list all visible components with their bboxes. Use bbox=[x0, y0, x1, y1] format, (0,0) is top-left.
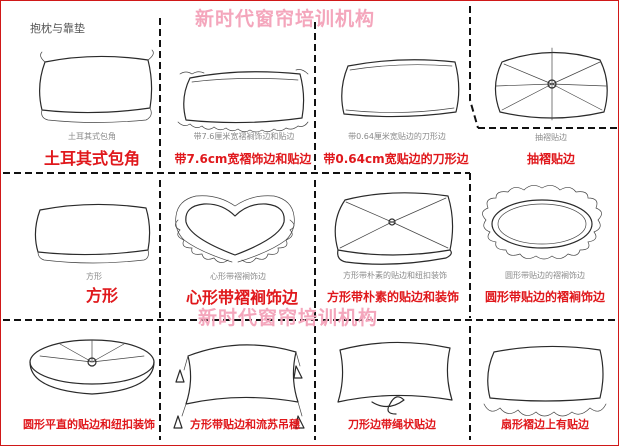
turkish-corner-cushion-sketch bbox=[39, 49, 154, 123]
caption-plain-square: 方形 bbox=[86, 272, 102, 281]
grid-dividers bbox=[3, 6, 617, 440]
caption-ruffle-welt-square: 带7.6厘米宽褶裥饰边和贴边 bbox=[193, 132, 295, 141]
section-title: 抱枕与靠垫 bbox=[30, 22, 85, 35]
caption-turkish-corner: 土耳其式包角 bbox=[68, 132, 116, 141]
watermark-bottom: 新时代窗帘培训机构 bbox=[198, 307, 379, 329]
square-welt-button-cushion-sketch bbox=[334, 192, 454, 265]
gathered-welt-cushion-sketch bbox=[494, 47, 608, 121]
label-ruffle-welt-square: 带7.6cm宽褶饰边和贴边 bbox=[174, 152, 312, 166]
label-gathered-welt: 抽褶贴边 bbox=[526, 152, 576, 166]
label-square-welt-button: 方形带朴素的贴边和装饰 bbox=[326, 290, 460, 304]
label-scalloped-ruffle-welt: 扇形褶边上有贴边 bbox=[501, 418, 589, 431]
round-ruffle-welt-cushion-sketch bbox=[482, 185, 602, 260]
label-heart-ruffle: 心形带褶裥饰边 bbox=[185, 288, 299, 307]
caption-square-welt-button: 方形带朴素的贴边和纽扣装饰 bbox=[343, 271, 447, 280]
caption-gathered-welt: 抽褶贴边 bbox=[535, 133, 567, 142]
label-round-flat-welt-button: 圆形平直的贴边和纽扣装饰 bbox=[23, 418, 155, 431]
label-square-welt-tassel: 方形带贴边和流苏吊穗 bbox=[190, 418, 300, 431]
heart-ruffle-cushion-sketch bbox=[175, 195, 295, 263]
label-knife-edge-cord: 刀形边带绳状贴边 bbox=[348, 418, 436, 431]
label-round-ruffle-welt: 圆形带贴边的褶裥饰边 bbox=[484, 290, 606, 304]
square-welt-tassel-cushion-sketch bbox=[173, 344, 305, 429]
ruffle-welt-square-cushion-sketch bbox=[177, 69, 309, 133]
knife-edge-cushion-sketch bbox=[341, 59, 460, 118]
label-plain-square: 方形 bbox=[85, 286, 119, 305]
caption-heart-ruffle: 心形带褶裥饰边 bbox=[210, 272, 266, 281]
label-knife-edge: 带0.64cm宽贴边的刀形边 bbox=[323, 152, 469, 166]
caption-knife-edge: 带0.64厘米宽贴边的刀形边 bbox=[348, 132, 446, 141]
watermark-top: 新时代窗帘培训机构 bbox=[195, 8, 376, 30]
scalloped-ruffle-welt-cushion-sketch bbox=[483, 345, 607, 417]
round-flat-welt-button-cushion-sketch bbox=[29, 339, 155, 395]
plain-square-cushion-sketch bbox=[34, 203, 151, 264]
label-turkish-corner: 土耳其式包角 bbox=[43, 149, 141, 168]
caption-round-ruffle-welt: 圆形带贴边的褶裥饰边 bbox=[505, 271, 585, 280]
knife-edge-cord-cushion-sketch bbox=[337, 341, 453, 415]
